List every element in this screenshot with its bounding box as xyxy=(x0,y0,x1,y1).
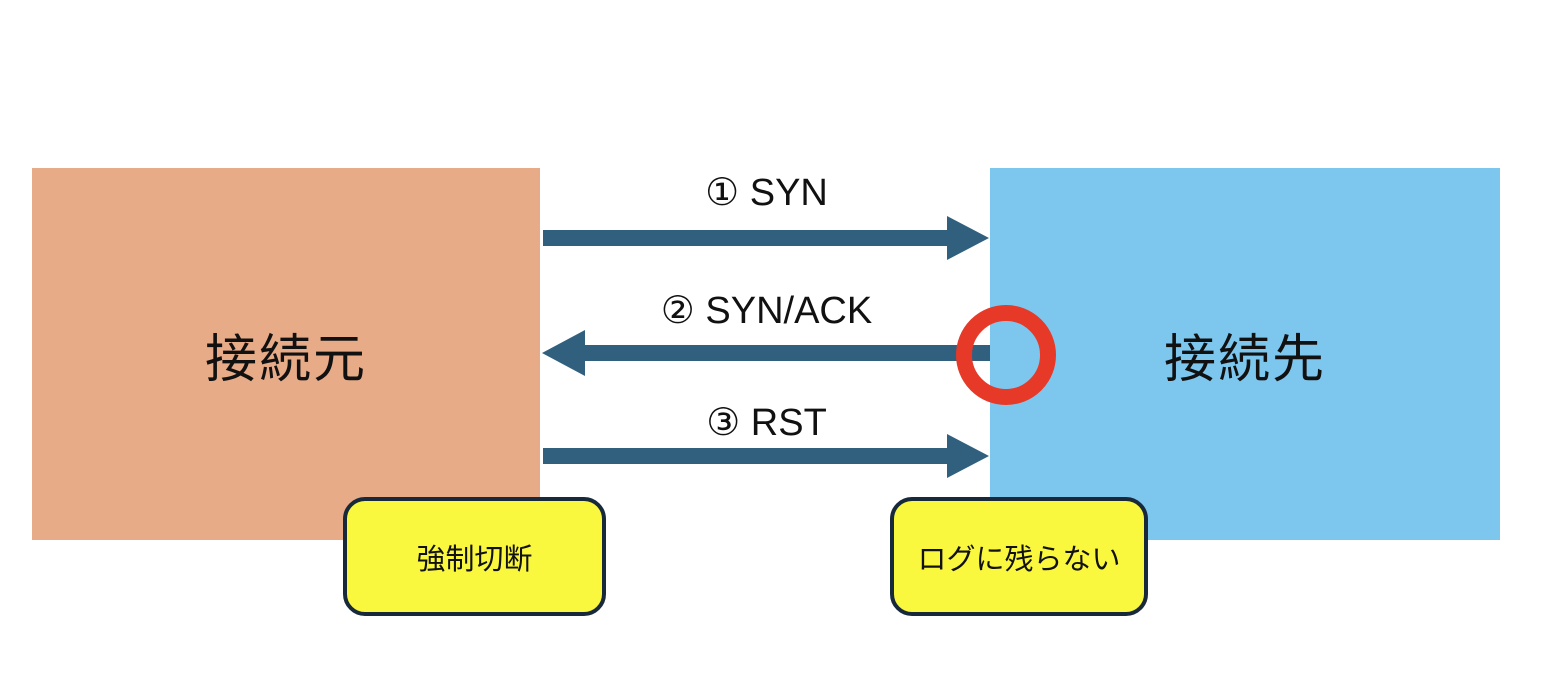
target-node-label: 接続先 xyxy=(1163,330,1326,389)
source-node: 接続元 xyxy=(32,168,540,540)
no-log-callout-label: ログに残らない xyxy=(917,543,1121,576)
no-log-callout: ログに残らない xyxy=(890,497,1148,616)
syn-arrow-head-icon xyxy=(947,216,989,260)
rst-arrow-shaft xyxy=(543,448,947,464)
source-node-label: 接続元 xyxy=(204,330,367,389)
rst-arrow-head-icon xyxy=(947,434,989,478)
syn-arrow-label: ① SYN xyxy=(705,172,828,214)
target-node: 接続先 xyxy=(990,168,1500,540)
forced-disconnect-callout-label: 強制切断 xyxy=(416,543,533,576)
rst-arrow-label: ③ RST xyxy=(706,402,827,444)
forced-disconnect-callout: 強制切断 xyxy=(343,497,606,616)
synack-arrow-head-icon xyxy=(542,330,585,376)
syn-arrow-shaft xyxy=(543,230,947,246)
block-ring-icon xyxy=(956,305,1056,405)
synack-arrow-label: ② SYN/ACK xyxy=(660,290,873,332)
synack-arrow-shaft xyxy=(585,345,990,361)
